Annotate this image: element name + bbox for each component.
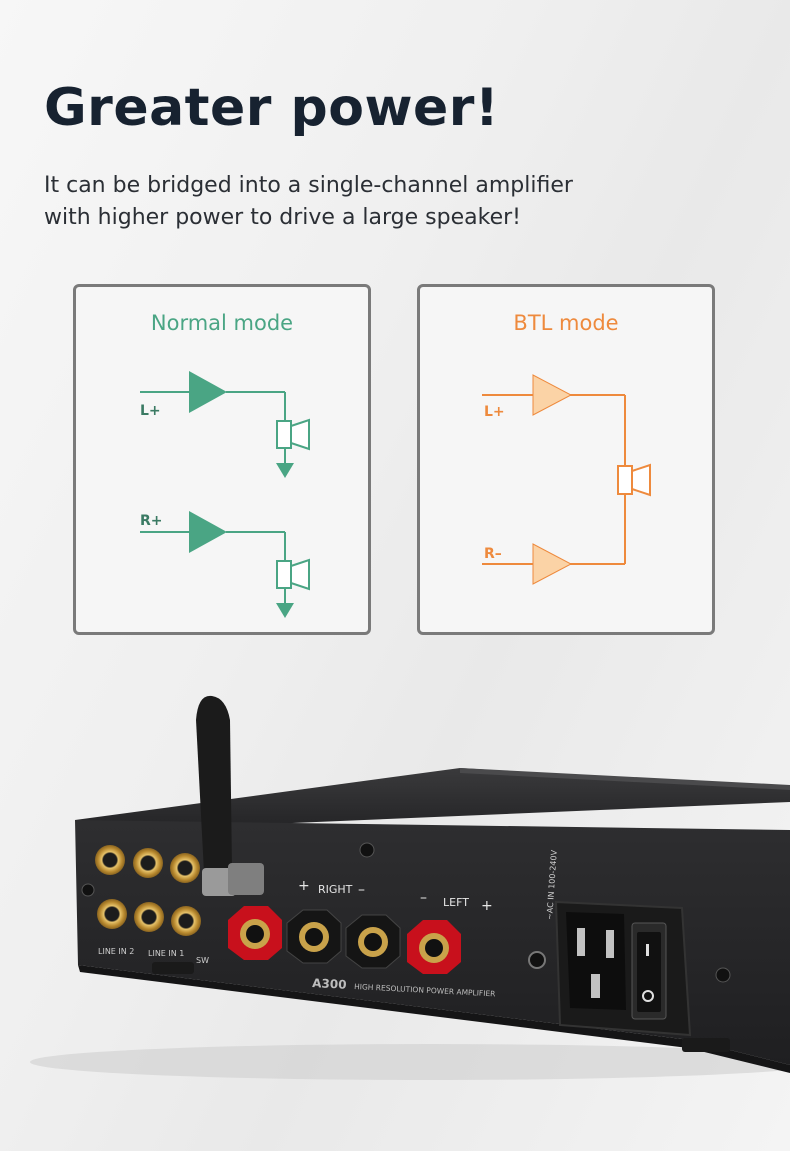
input-label-sw: SW	[196, 956, 209, 965]
normal-mode-card: Normal mode	[73, 284, 371, 635]
speaker-icon	[617, 463, 651, 497]
btl-mode-diagram: L+ R–	[482, 374, 651, 585]
binding-post-right-minus	[286, 909, 342, 964]
input-label-l: L+	[140, 403, 161, 419]
headline: Greater power!	[44, 78, 500, 138]
subtitle-line-2: with higher power to drive a large speak…	[44, 205, 521, 230]
subtitle-line-1: It can be bridged into a single-channel …	[44, 173, 573, 198]
right-plus-sign: +	[298, 878, 310, 894]
input-label-r: R+	[140, 513, 163, 529]
btl-mode-card: BTL mode L+ R–	[417, 284, 715, 635]
normal-mode-title: Normal mode	[150, 311, 294, 335]
input-label-line-in-2: LINE IN 2	[98, 947, 134, 956]
ground-arrow-r-icon	[276, 603, 294, 618]
chassis-top	[75, 768, 790, 832]
antenna-icon	[196, 695, 264, 896]
binding-post-left-minus	[345, 914, 401, 969]
btl-mode-title: BTL mode	[513, 311, 619, 335]
channel-left-label: LEFT	[443, 896, 469, 909]
ac-power-inlet	[554, 900, 692, 1037]
input-label-l: L+	[484, 404, 505, 420]
led-indicator	[528, 951, 546, 969]
model-name: A300	[312, 976, 347, 992]
right-minus-sign: –	[358, 882, 365, 898]
amplifier-l-icon	[189, 371, 227, 413]
normal-mode-diagram: L+ R+	[140, 371, 310, 618]
input-label-line-in-1: LINE IN 1	[148, 949, 184, 958]
amplifier-rear-image: LINE IN 2 LINE IN 1 SW + RIGHT – – LEFT …	[30, 695, 790, 1080]
ground-arrow-l-icon	[276, 463, 294, 478]
left-minus-sign: –	[420, 890, 427, 906]
amplifier-r-icon	[532, 543, 573, 585]
left-plus-sign: +	[481, 898, 493, 914]
amplifier-l-icon	[532, 374, 573, 416]
power-switch-icon[interactable]	[631, 922, 667, 1020]
speaker-r-icon	[276, 558, 310, 591]
channel-right-label: RIGHT	[318, 883, 353, 896]
binding-post-right-plus	[228, 906, 282, 960]
rca-jacks	[95, 845, 201, 936]
speaker-l-icon	[276, 418, 310, 451]
subtitle: It can be bridged into a single-channel …	[44, 170, 664, 234]
amplifier-r-icon	[189, 511, 227, 553]
input-label-r: R–	[484, 546, 502, 562]
binding-post-left-plus	[407, 920, 461, 974]
